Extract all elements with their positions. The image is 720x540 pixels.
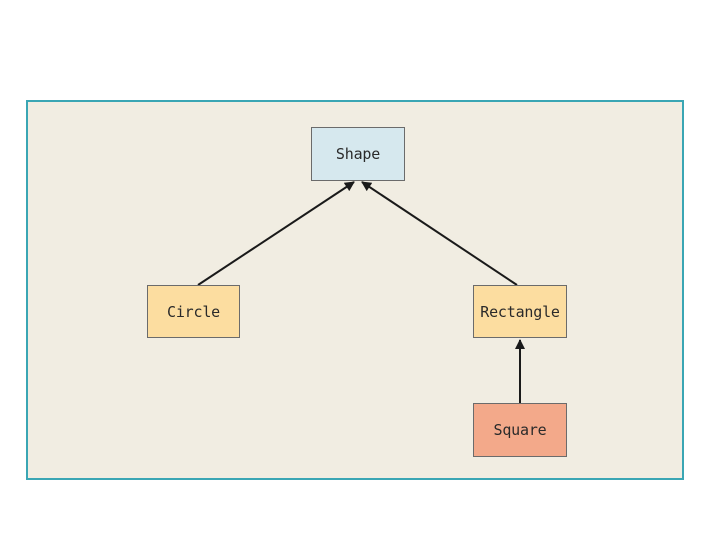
square-class-box: Square — [473, 403, 567, 457]
rectangle-class-box: Rectangle — [473, 285, 567, 338]
circle-class-label: Circle — [167, 302, 220, 321]
rectangle-class-label: Rectangle — [480, 302, 560, 321]
shape-class-label: Shape — [335, 145, 381, 163]
circle-class-box: Circle — [147, 285, 240, 338]
shape-class-box: Shape — [311, 127, 405, 181]
square-class-label: Square — [493, 421, 547, 439]
